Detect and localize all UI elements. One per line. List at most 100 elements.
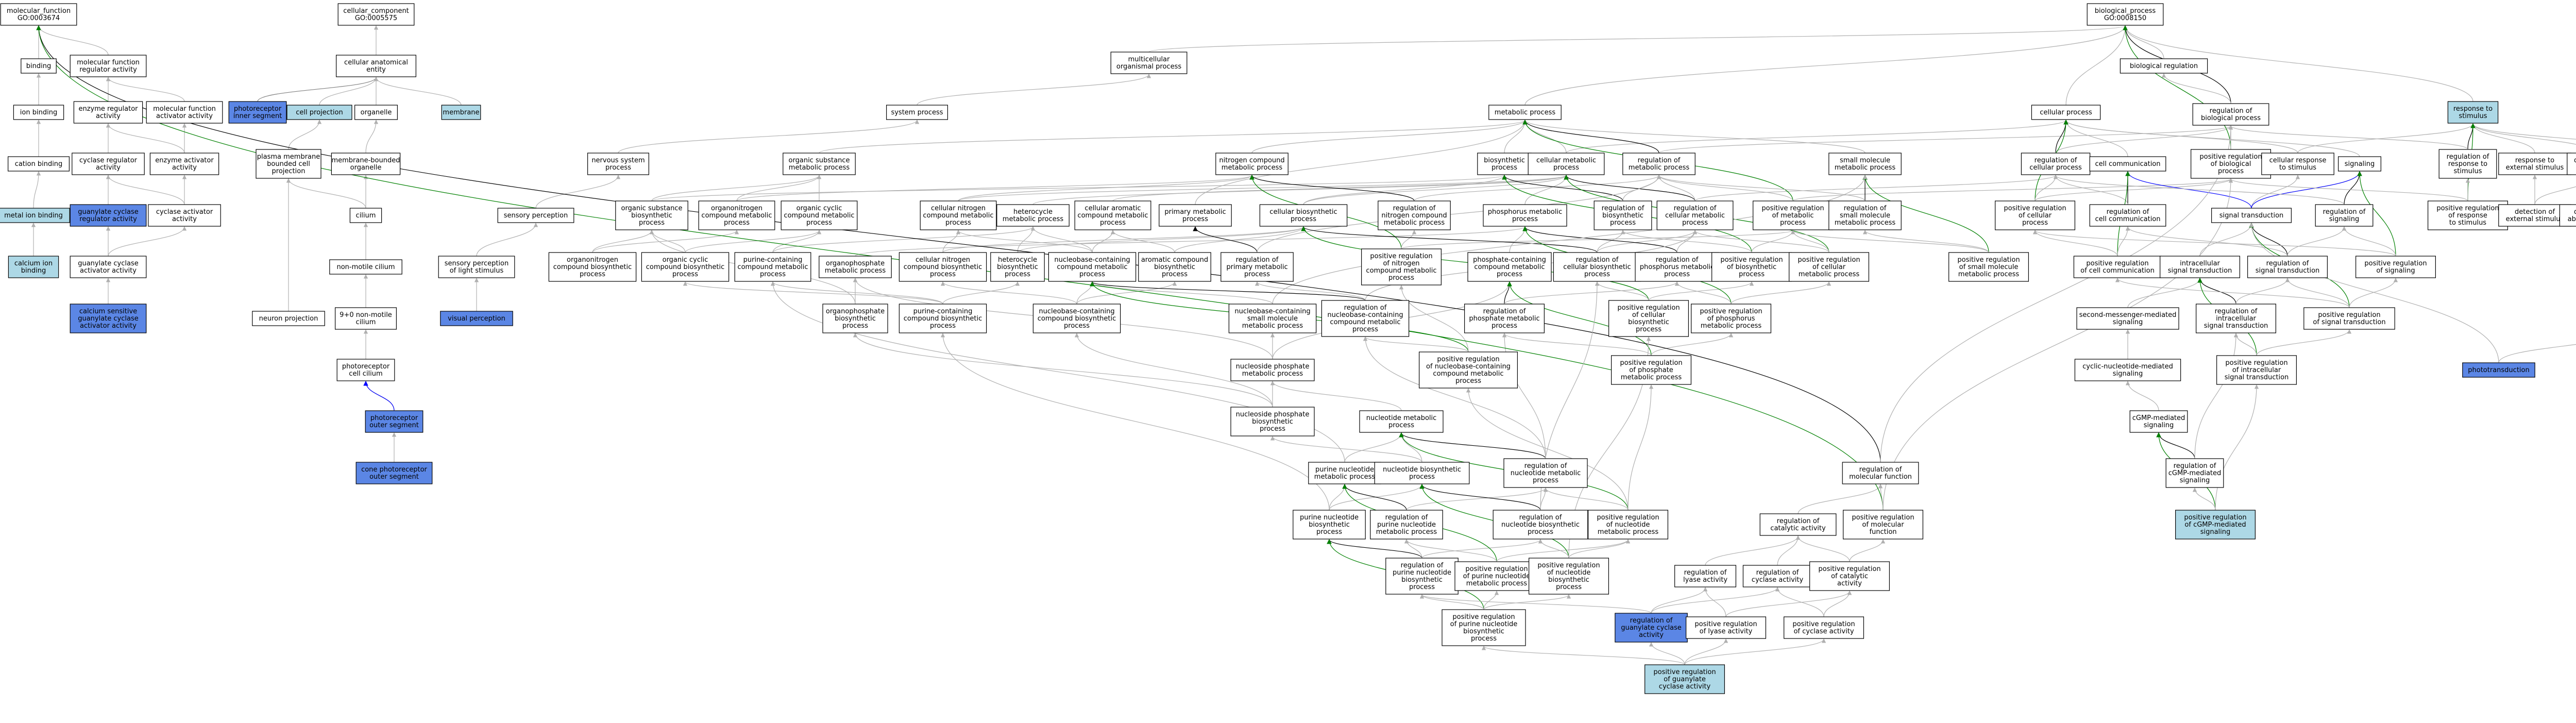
go-term-node[interactable]: detection ofabiotic stimulus <box>2559 204 2576 227</box>
go-term-node[interactable]: biological regulation <box>2120 58 2208 74</box>
go-term-node[interactable]: signal transduction <box>2211 208 2292 223</box>
go-term-node[interactable]: cell communication <box>2089 156 2166 172</box>
go-term-node[interactable]: visual perception <box>440 311 513 326</box>
go-term-node[interactable]: membrane <box>441 105 481 120</box>
go-term-node[interactable]: sensory perception <box>497 208 574 223</box>
go-term-node[interactable]: ion binding <box>13 105 64 120</box>
go-term-node[interactable]: cellular process <box>2031 105 2101 120</box>
go-term-node[interactable]: binding <box>21 58 57 74</box>
go-term-node[interactable]: system process <box>886 105 948 120</box>
go-term-node[interactable]: phototransduction <box>2462 362 2535 378</box>
go-term-node[interactable]: cation binding <box>8 156 70 172</box>
